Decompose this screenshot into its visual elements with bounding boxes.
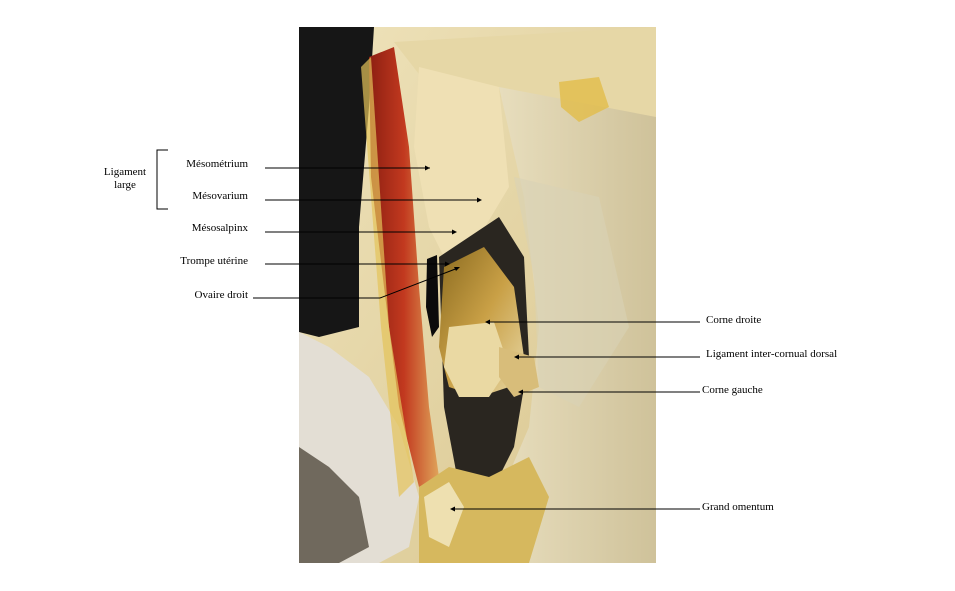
label-corne-gauche: Corne gauche	[702, 384, 763, 396]
label-mesometrium: Mésométrium	[186, 158, 248, 170]
label-corne-droite: Corne droite	[706, 314, 762, 326]
label-ovaire-droit: Ovaire droit	[194, 289, 248, 301]
label-mesosalpinx: Mésosalpinx	[191, 222, 248, 234]
photo-drawing	[299, 27, 656, 563]
bracket-ligament-large	[156, 149, 168, 210]
dissection-photo	[299, 27, 656, 563]
label-ligament-intercornual: Ligament inter-cornual dorsal	[706, 348, 838, 360]
label-grand-omentum: Grand omentum	[702, 501, 774, 513]
label-trompe-uterine: Trompe utérine	[180, 255, 248, 267]
group-label-line2: large	[114, 179, 136, 191]
group-label-line1: Ligament	[103, 166, 147, 178]
label-mesovarium: Mésovarium	[192, 190, 248, 202]
group-label-ligament-large: Ligament large	[100, 166, 150, 192]
